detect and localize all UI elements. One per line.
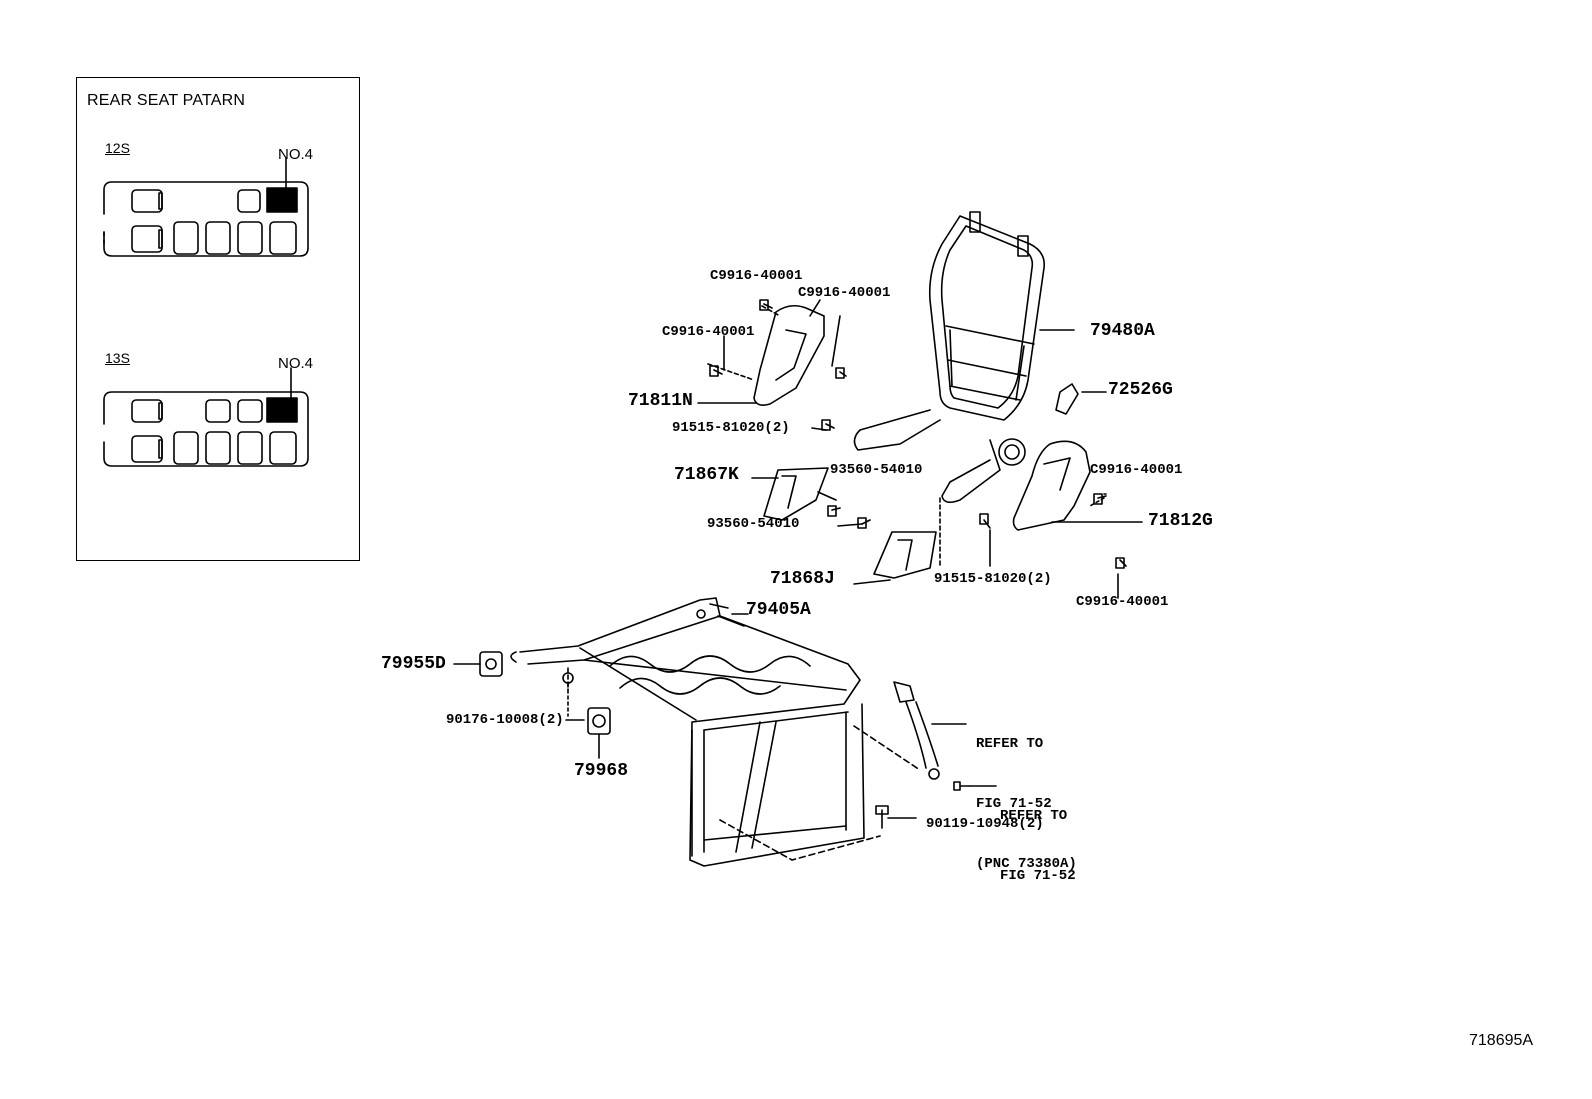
callout-90119: 90119-10948(2)	[926, 816, 1044, 832]
figure-id: 718695A	[1469, 1032, 1534, 1049]
inset-title: REAR SEAT PATARN	[87, 92, 246, 109]
callout-79480a: 79480A	[1090, 321, 1155, 341]
part-79968	[587, 707, 611, 759]
nut-90176	[562, 672, 585, 721]
callout-90176: 90176-10008(2)	[446, 712, 564, 728]
cover-71868j	[853, 497, 941, 585]
callout-91515-upper: 91515-81020(2)	[672, 420, 790, 436]
reference-line: REFER TO	[1000, 808, 1068, 824]
callout-79405a: 79405A	[746, 600, 811, 620]
seat-cushion-frame	[510, 597, 921, 867]
pattern-marker-13s: NO.4	[278, 355, 314, 372]
cover-71867k	[751, 467, 829, 521]
callout-91515-lower: 91515-81020(2)	[934, 571, 1052, 587]
reference-line: (PNC 73380A)	[976, 856, 1077, 872]
cover-71811n	[697, 304, 841, 406]
reference-seat-belt: REFER TO FIG 71-52 (PNC 73380A)	[976, 694, 1077, 914]
rear-seat-pattern-inset: REAR SEAT PATARN 12S NO.4 13S NO.4	[76, 77, 360, 561]
pattern-label-13s: 13S	[105, 350, 130, 366]
cover-71812g	[1012, 440, 1143, 531]
pattern-label-12s: 12S	[105, 140, 130, 156]
leader-lines	[723, 299, 1119, 819]
reference-line: FIG 71-52	[976, 796, 1052, 812]
callout-79968: 79968	[574, 761, 629, 781]
callout-71811n: 71811N	[628, 391, 693, 411]
reference-line: FIG 71-52	[1000, 868, 1076, 884]
callout-93560-upper: 93560-54010	[830, 462, 923, 478]
callout-71867k: 71867K	[674, 465, 739, 485]
callout-71868j: 71868J	[770, 569, 835, 589]
callout-c9916-right: C9916-40001	[798, 285, 891, 301]
reference-bolt: REFER TO FIG 71-52	[1000, 766, 1076, 926]
part-72526g	[1055, 383, 1107, 415]
callout-71812g: 71812G	[1148, 511, 1213, 531]
part-79955d	[453, 651, 503, 677]
reference-line: REFER TO	[976, 736, 1044, 752]
seatback-frame	[853, 211, 1075, 504]
callout-72526g: 72526G	[1108, 380, 1173, 400]
callout-c9916-mid-right: C9916-40001	[1090, 462, 1183, 478]
callout-c9916-left: C9916-40001	[662, 324, 755, 340]
callout-79955d: 79955D	[381, 654, 446, 674]
callout-c9916-bottom: C9916-40001	[1076, 594, 1169, 610]
seat-layout-13s	[103, 367, 309, 467]
seat-layout-12s	[103, 157, 309, 257]
bolts	[709, 299, 1127, 829]
callout-c9916-top: C9916-40001	[710, 268, 803, 284]
seat-belt-buckle	[893, 681, 967, 780]
callout-93560-lower: 93560-54010	[707, 516, 800, 532]
